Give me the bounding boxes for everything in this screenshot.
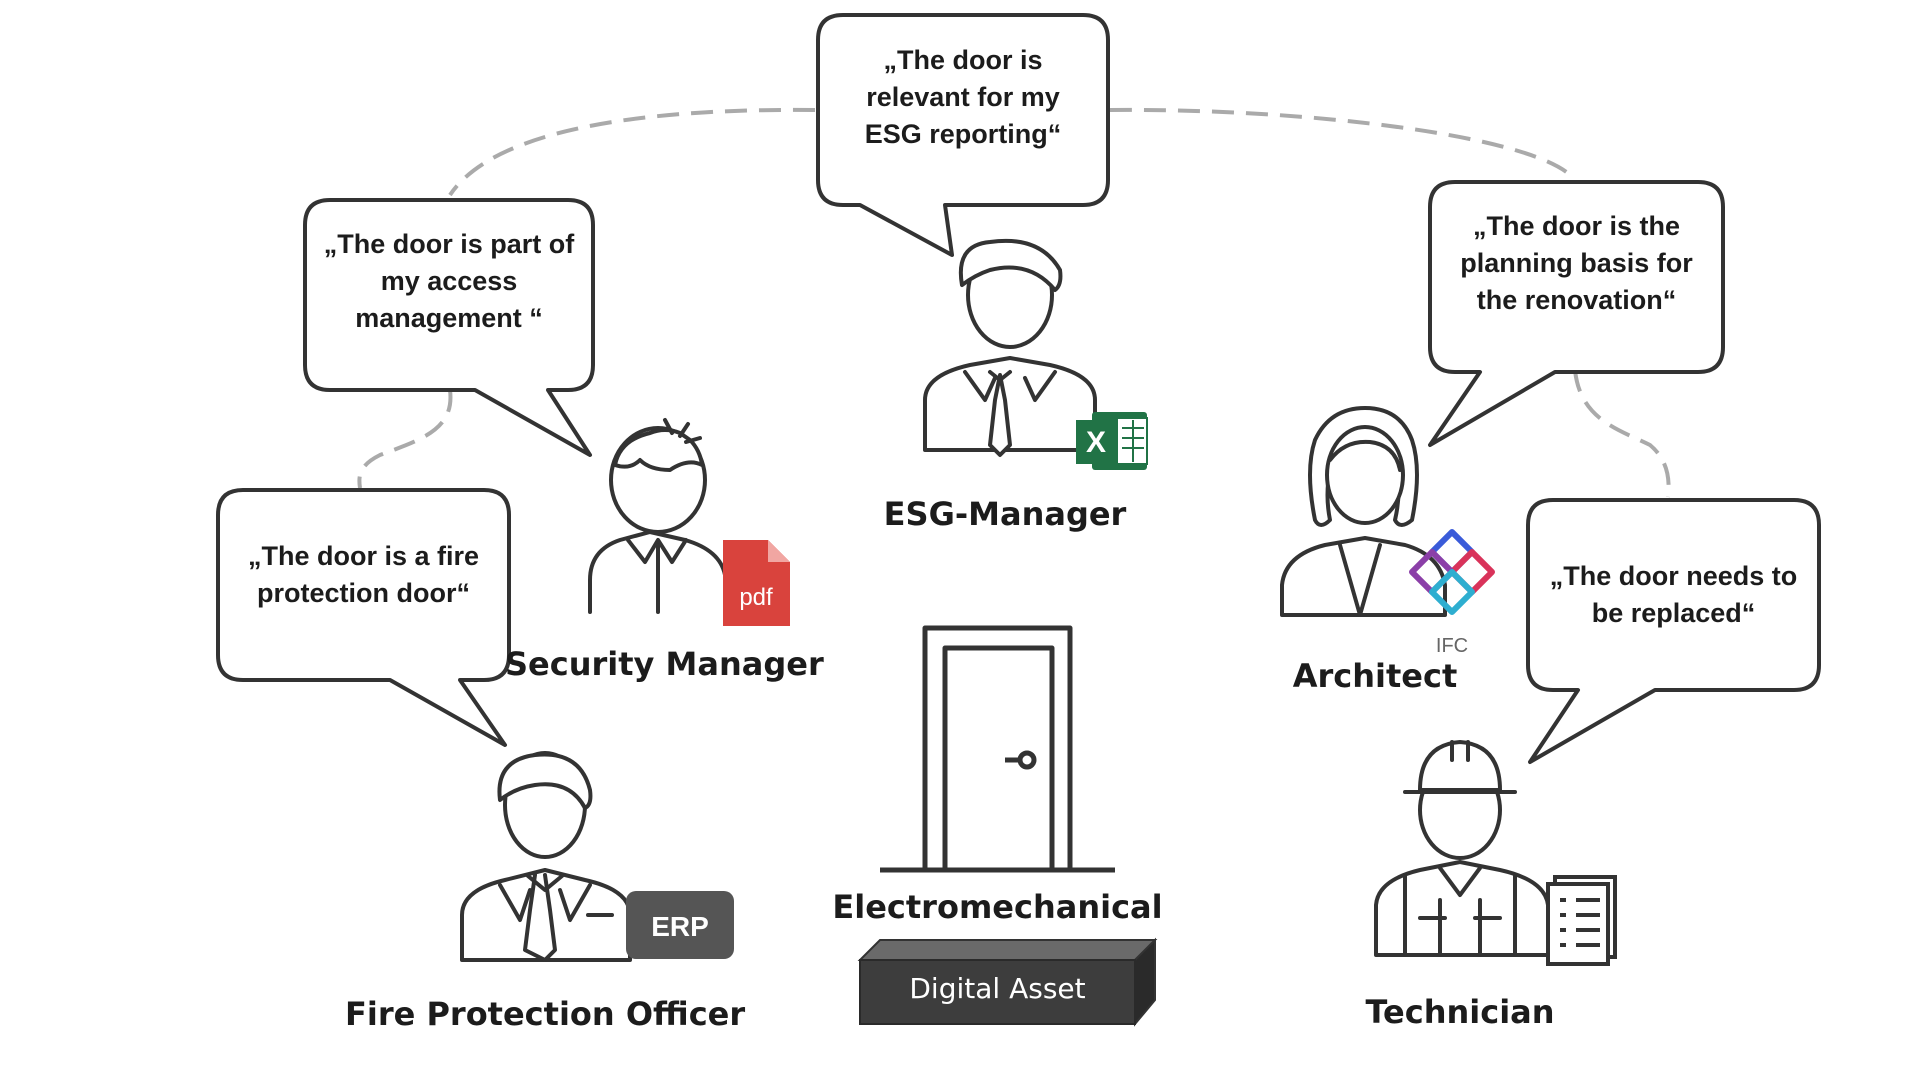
quote-technician: „The door needs to be replaced“ bbox=[1549, 561, 1798, 628]
quote-fire: „The door is a fire protection door“ bbox=[247, 541, 480, 608]
bubble-esg bbox=[816, 13, 1110, 257]
door-panel bbox=[942, 645, 1055, 870]
architect-figure bbox=[1280, 406, 1447, 617]
pdf-badge-text: pdf bbox=[739, 584, 773, 611]
label-digital-asset: Digital Asset bbox=[909, 972, 1086, 1005]
erp-badge-icon: ERP bbox=[626, 891, 734, 959]
ifc-logo-icon: IFC bbox=[1409, 529, 1495, 657]
bubble-architect bbox=[1428, 180, 1725, 447]
esg-torso bbox=[923, 356, 1097, 452]
erp-badge-text: ERP bbox=[651, 911, 709, 942]
arc-esg-to-security bbox=[448, 107, 816, 197]
label-fire-protection-officer: Fire Protection Officer bbox=[345, 995, 746, 1033]
esg-manager-figure bbox=[923, 238, 1097, 457]
label-electromechanical: Electromechanical bbox=[832, 888, 1163, 926]
arc-architect-to-technician bbox=[1573, 369, 1671, 498]
checklist-icon bbox=[1546, 875, 1617, 966]
dashed-connections bbox=[357, 107, 1671, 498]
pdf-badge-icon: pdf bbox=[723, 540, 790, 626]
ifc-badge-text: IFC bbox=[1436, 635, 1468, 657]
door-icon bbox=[880, 625, 1115, 873]
label-architect: Architect bbox=[1292, 657, 1458, 695]
fire-protection-officer-figure bbox=[460, 751, 632, 962]
arc-security-to-fire bbox=[357, 389, 453, 489]
quote-security: „The door is part of my access managemen… bbox=[323, 229, 575, 333]
quote-architect: „The door is the planning basis for the … bbox=[1460, 211, 1693, 315]
quote-esg: „The door is relevant for my ESG reporti… bbox=[864, 45, 1062, 149]
arc-esg-to-architect bbox=[1109, 107, 1577, 182]
label-esg-manager: ESG-Manager bbox=[883, 495, 1127, 533]
bubble-technician bbox=[1526, 498, 1821, 764]
door-frame bbox=[922, 625, 1073, 870]
security-manager-figure bbox=[588, 418, 727, 614]
bubble-fire bbox=[216, 488, 511, 747]
speech-bubbles bbox=[216, 13, 1821, 764]
bubble-security bbox=[303, 198, 595, 457]
label-technician: Technician bbox=[1365, 993, 1555, 1031]
digital-asset-box bbox=[857, 937, 1158, 1027]
technician-figure bbox=[1374, 740, 1550, 957]
excel-badge-icon: X bbox=[1076, 412, 1148, 470]
label-security-manager: Security Manager bbox=[505, 645, 824, 683]
excel-badge-letter: X bbox=[1086, 426, 1106, 459]
